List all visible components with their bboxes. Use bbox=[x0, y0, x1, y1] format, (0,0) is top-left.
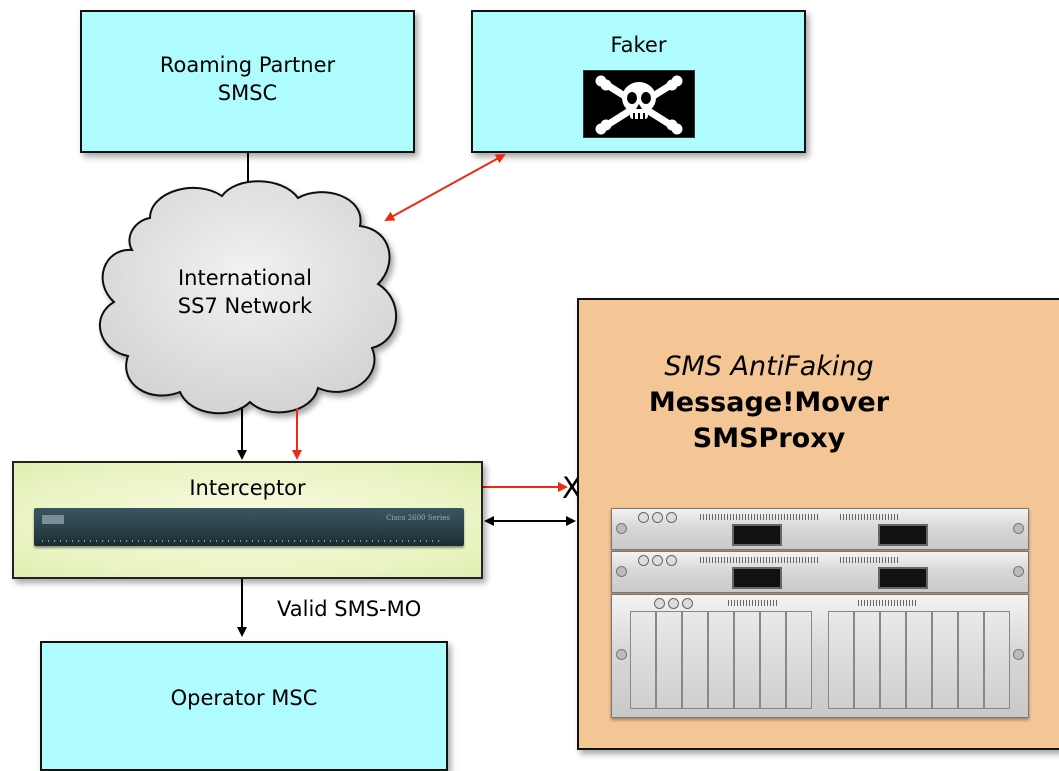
router-badge bbox=[42, 515, 64, 524]
blocked-mark: X bbox=[562, 471, 582, 505]
faker-label: Faker bbox=[610, 33, 667, 57]
faker-network-arrow bbox=[384, 154, 506, 221]
router-brand: Cisco 2600 Series bbox=[386, 514, 450, 522]
sms-antifaking-proxy-node: SMS AntiFaking Message!Mover SMSProxy bbox=[577, 298, 1059, 750]
proxy-product-name: Message!Mover bbox=[648, 387, 890, 418]
interceptor-label: Interceptor bbox=[189, 476, 306, 500]
network-label: International bbox=[177, 266, 313, 290]
roaming-partner-label: Roaming Partner bbox=[159, 53, 336, 77]
valid-sms-label: Valid SMS-MO bbox=[277, 597, 422, 621]
router-ports bbox=[42, 540, 442, 542]
storage-unit bbox=[611, 594, 1029, 718]
proxy-title: SMS AntiFaking bbox=[664, 351, 874, 382]
operator-label: Operator MSC bbox=[170, 686, 318, 710]
proxy-component-name: SMSProxy bbox=[692, 423, 846, 454]
skull-crossbones-icon bbox=[583, 70, 695, 138]
network-sublabel: SS7 Network bbox=[177, 294, 313, 318]
faker-node: Faker bbox=[471, 10, 806, 153]
server-unit-2 bbox=[611, 551, 1029, 593]
interceptor-node: Interceptor Cisco 2600 Series bbox=[12, 461, 483, 579]
roaming-partner-sublabel: SMSC bbox=[217, 81, 278, 105]
cisco-router-icon: Cisco 2600 Series bbox=[34, 508, 464, 546]
operator-msc-node: Operator MSC bbox=[40, 641, 448, 771]
ss7-network-cloud bbox=[98, 180, 398, 415]
roaming-partner-smsc-node: Roaming Partner SMSC bbox=[80, 10, 415, 153]
server-unit-1 bbox=[611, 508, 1029, 550]
